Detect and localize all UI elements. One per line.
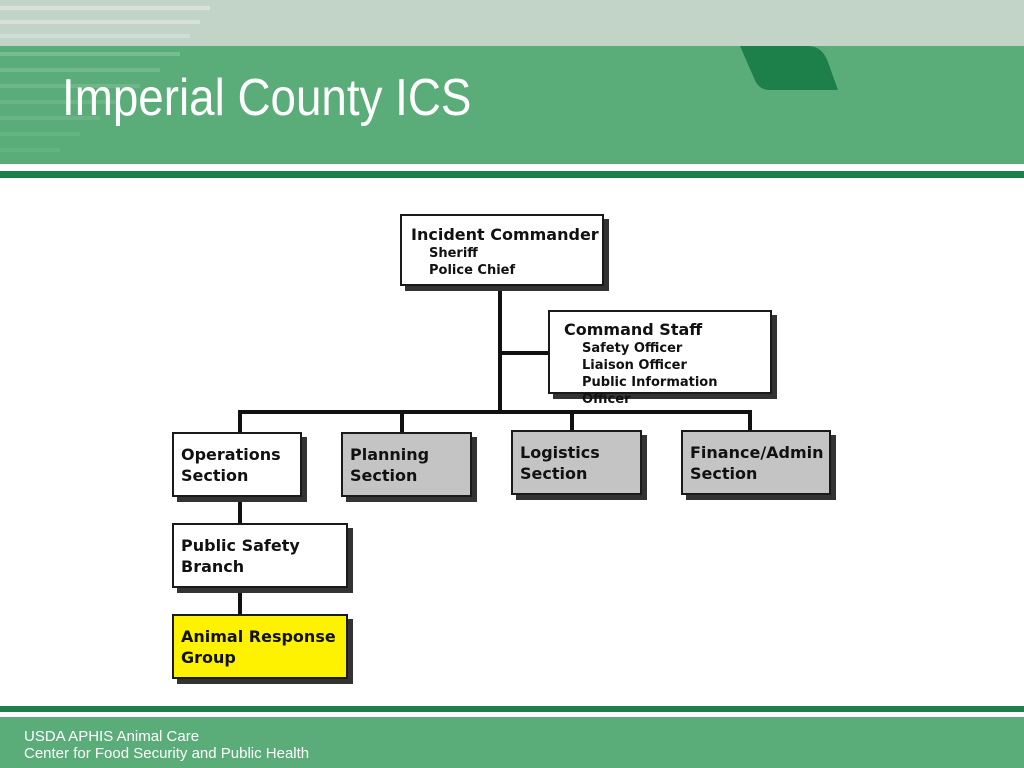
page-title: Imperial County ICS: [62, 69, 472, 127]
public-safety-branch-box: Public Safety Branch: [172, 523, 348, 588]
connector-operations: [238, 410, 242, 432]
section-label: Section: [690, 464, 758, 483]
branch-label: Public Safety: [181, 536, 300, 555]
planning-section-box: Planning Section: [341, 432, 472, 497]
footer-band: [0, 717, 1024, 768]
connector-planning: [400, 410, 404, 432]
section-label: Section: [181, 466, 249, 485]
connector-logistics: [570, 410, 574, 432]
logistics-section-box: Logistics Section: [511, 430, 642, 495]
command-staff-title: Command Staff: [564, 320, 703, 339]
operations-section-box: Operations Section: [172, 432, 302, 497]
connector-finance: [748, 410, 752, 432]
command-staff-member: Liaison Officer: [582, 358, 687, 373]
finance-admin-section-box: Finance/Admin Section: [681, 430, 831, 495]
section-label: Operations: [181, 445, 281, 464]
header-divider: [0, 171, 1024, 178]
incident-commander-member: Police Chief: [429, 263, 516, 278]
animal-response-group-box: Animal Response Group: [172, 614, 348, 679]
branch-label: Branch: [181, 557, 245, 576]
connector-sections-bar: [238, 410, 752, 414]
group-label: Group: [181, 648, 236, 667]
header-top-band: [0, 0, 1024, 46]
section-label: Planning: [350, 445, 430, 464]
header-corner-shape: [730, 46, 838, 90]
connector-command-staff: [500, 351, 550, 355]
connector-branch: [238, 497, 242, 523]
connector-commander-down: [498, 286, 502, 413]
footer-divider: [0, 706, 1024, 712]
section-label: Section: [350, 466, 418, 485]
incident-commander-member: Sheriff: [429, 246, 478, 261]
command-staff-box: Command Staff Safety Officer Liaison Off…: [548, 310, 772, 407]
header-stripes: [0, 0, 260, 165]
section-label: Finance/Admin: [690, 443, 824, 462]
group-label: Animal Response: [181, 627, 336, 646]
incident-commander-box: Incident Commander Sheriff Police Chief: [400, 214, 604, 286]
footer-center-name: Center for Food Security and Public Heal…: [24, 745, 310, 762]
connector-group: [238, 588, 242, 614]
command-staff-member: Public Information Officer: [582, 375, 718, 407]
footer-org-name: USDA APHIS Animal Care: [24, 728, 200, 745]
section-label: Logistics: [520, 443, 600, 462]
section-label: Section: [520, 464, 588, 483]
command-staff-member: Safety Officer: [582, 341, 683, 356]
header-band: [0, 46, 1024, 164]
incident-commander-title: Incident Commander: [411, 225, 599, 244]
